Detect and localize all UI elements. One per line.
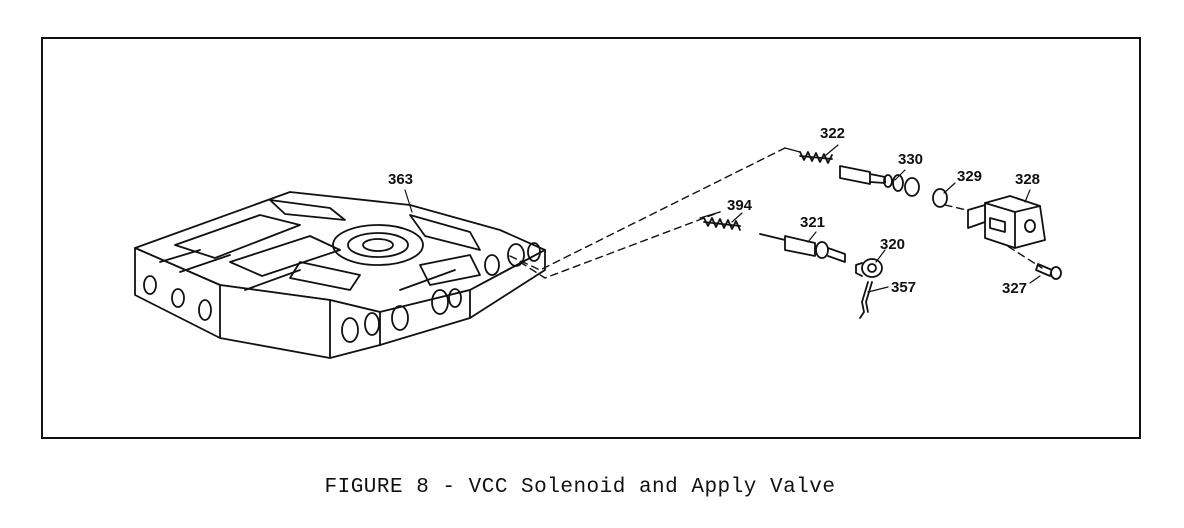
bushing: [855, 258, 883, 278]
callout-363: 363: [388, 171, 413, 188]
valve-body-casting: [134, 191, 546, 359]
callout-322: 322: [820, 125, 845, 142]
spring-lower: [703, 217, 741, 231]
callout-327: 327: [1002, 280, 1027, 297]
callout-394: 394: [727, 197, 753, 214]
callout-328: 328: [1015, 171, 1040, 188]
figure-caption: FIGURE 8 - VCC Solenoid and Apply Valve: [324, 476, 836, 499]
callout-329: 329: [957, 168, 982, 185]
callout-321: 321: [800, 214, 825, 231]
bolt: [1035, 263, 1062, 280]
valve-lower: [759, 233, 846, 263]
callout-330: 330: [898, 151, 923, 168]
solenoid: [967, 195, 1046, 249]
leader-lines: [404, 144, 1041, 293]
retaining-pin: [859, 281, 873, 319]
spring-upper: [799, 151, 833, 164]
valve-upper: [839, 165, 920, 197]
callout-320: 320: [880, 236, 905, 253]
o-ring: [932, 188, 948, 208]
callout-357: 357: [891, 279, 916, 296]
